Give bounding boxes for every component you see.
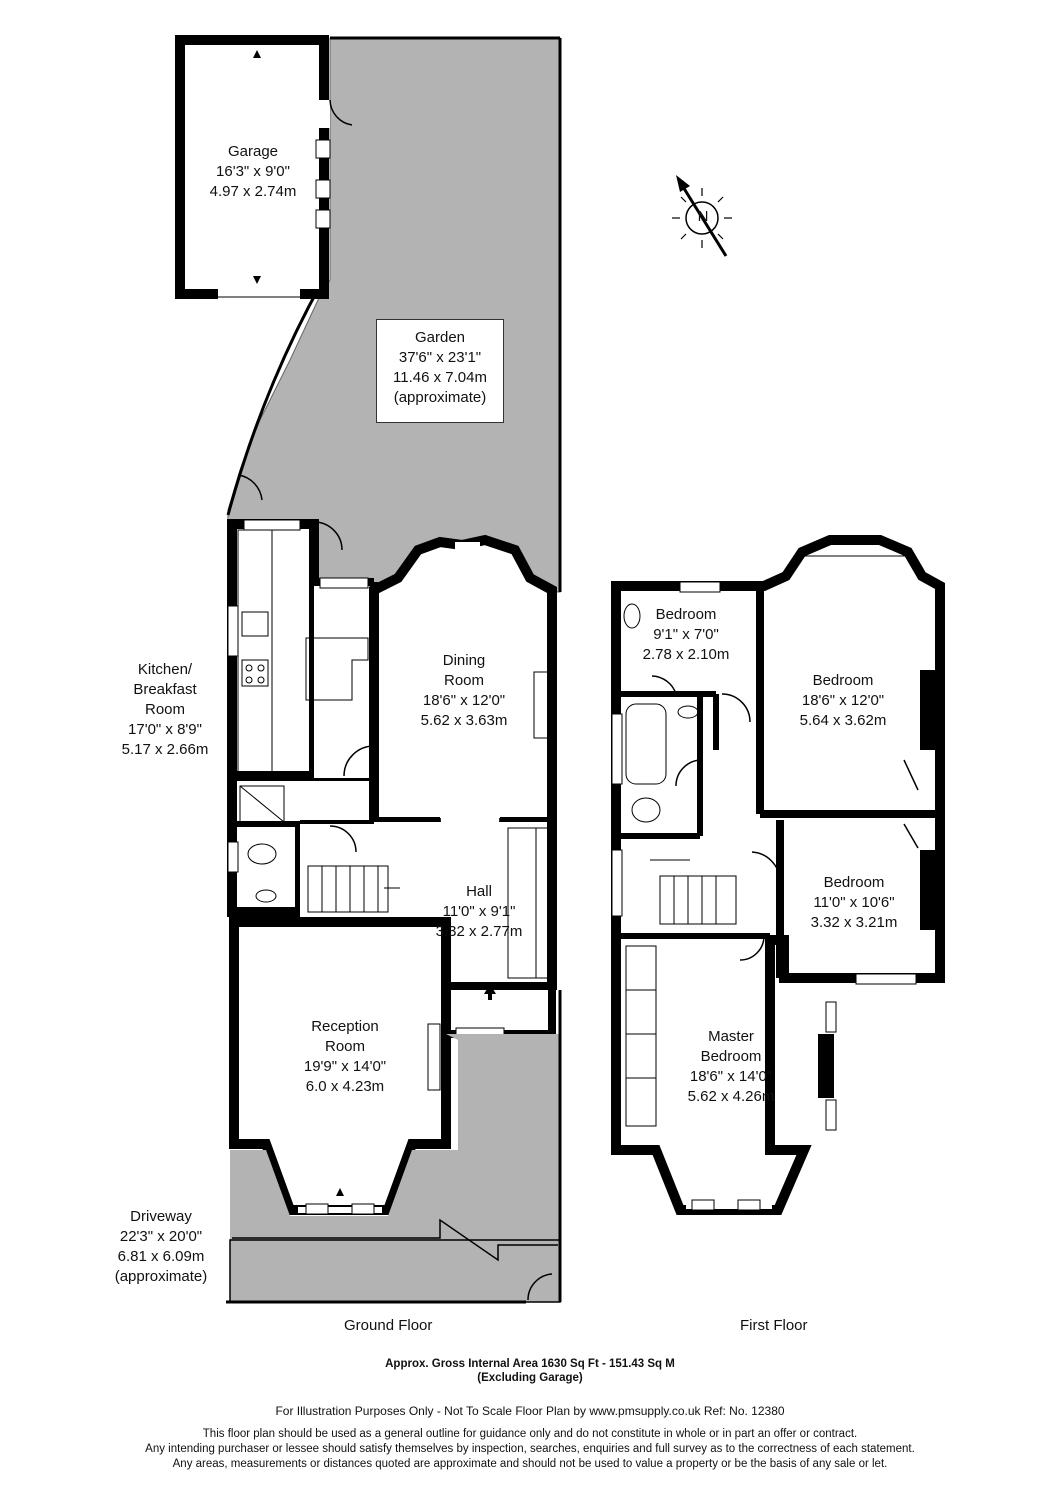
front-garden-area: [230, 990, 560, 1300]
reception-metric: 6.0 x 4.23m: [305, 1078, 385, 1095]
kitchen-name-3: Room: [144, 701, 185, 718]
reception-name-1: Reception: [311, 1018, 379, 1035]
reception-room-label: Reception Room 19'9" x 14'0" 6.0 x 4.23m: [270, 1017, 420, 1097]
kitchen-imperial: 17'0" x 8'9": [128, 721, 202, 738]
dining-name-2: Room: [443, 672, 484, 689]
bedroom-small-metric: 2.78 x 2.10m: [642, 646, 730, 663]
first-floor-plan: [611, 535, 945, 1215]
ground-floor-plan: [227, 519, 557, 1215]
garden-gate-swing: [237, 474, 263, 501]
garage: [175, 35, 353, 300]
ground-floor-title: Ground Floor: [344, 1317, 433, 1334]
reception-name-2: Room: [324, 1038, 365, 1055]
garage-name: Garage: [227, 143, 279, 160]
garden-metric: 11.46 x 7.04m: [393, 369, 487, 386]
master-name-2: Bedroom: [700, 1048, 762, 1065]
bedroom-mid-name: Bedroom: [823, 874, 885, 891]
bedroom-small-name: Bedroom: [655, 606, 717, 623]
garden-label: Garden 37'6" x 23'1" 11.46 x 7.04m (appr…: [376, 328, 504, 408]
dining-name-1: Dining: [442, 652, 486, 669]
dining-room-label: Dining Room 18'6" x 12'0" 5.62 x 3.63m: [394, 651, 534, 731]
credit-text: For Illustration Purposes Only - Not To …: [275, 1404, 785, 1418]
hall-label: Hall 11'0" x 9'1" 3.32 x 2.77m: [414, 882, 544, 942]
master-imperial: 18'6" x 14'0": [689, 1068, 773, 1085]
garden-label-box: [376, 319, 504, 423]
kitchen-metric: 5.17 x 2.66m: [121, 741, 209, 758]
bedroom-rear-metric: 5.64 x 3.62m: [799, 712, 887, 729]
garage-metric: 4.97 x 2.74m: [209, 183, 297, 200]
reception-imperial: 19'9" x 14'0": [303, 1058, 387, 1075]
master-bedroom-label: Master Bedroom 18'6" x 14'0" 5.62 x 4.26…: [666, 1027, 796, 1107]
garage-label: Garage 16'3" x 9'0" 4.97 x 2.74m: [183, 142, 323, 202]
hall-metric: 3.32 x 2.77m: [435, 923, 523, 940]
gross-area-note: (Excluding Garage): [477, 1372, 583, 1384]
dining-imperial: 18'6" x 12'0": [422, 692, 506, 709]
driveway-note: (approximate): [114, 1268, 208, 1285]
driveway-area: [229, 1239, 561, 1303]
driveway-metric: 6.81 x 6.09m: [117, 1248, 205, 1265]
first-floor-title: First Floor: [740, 1317, 808, 1334]
dining-metric: 5.62 x 3.63m: [420, 712, 508, 729]
kitchen-label: Kitchen/ Breakfast Room 17'0" x 8'9" 5.1…: [100, 660, 230, 760]
bedroom-mid-imperial: 11'0" x 10'6": [813, 894, 895, 911]
driveway-name: Driveway: [130, 1208, 192, 1225]
bedroom-rear-imperial: 18'6" x 12'0": [801, 692, 885, 709]
kitchen-name-2: Breakfast: [133, 681, 197, 698]
bedroom-rear-name: Bedroom: [812, 672, 874, 689]
kitchen-name-1: Kitchen/: [137, 661, 193, 678]
driveway-imperial: 22'3" x 20'0": [119, 1228, 203, 1245]
master-name-1: Master: [708, 1028, 754, 1045]
driveway-label: Driveway 22'3" x 20'0" 6.81 x 6.09m (app…: [96, 1207, 226, 1287]
disclaimer-line-2: Any intending purchaser or lessee should…: [145, 1443, 915, 1455]
master-metric: 5.62 x 4.26m: [687, 1088, 775, 1105]
disclaimer-line-1: This floor plan should be used as a gene…: [202, 1428, 858, 1440]
bedroom-mid-metric: 3.32 x 3.21m: [810, 914, 898, 931]
disclaimer-line-3: Any areas, measurements or distances quo…: [172, 1458, 888, 1470]
bedroom-small-imperial: 9'1" x 7'0": [653, 626, 719, 643]
garden-note: (approximate): [393, 389, 487, 406]
hall-name: Hall: [466, 883, 492, 900]
bedroom-mid-label: Bedroom 11'0" x 10'6" 3.32 x 3.21m: [794, 873, 914, 933]
garden-boundary-curve: [226, 281, 324, 516]
bedroom-rear-label: Bedroom 18'6" x 12'0" 5.64 x 3.62m: [778, 671, 908, 731]
compass-rose: [672, 175, 732, 257]
gross-area-text: Approx. Gross Internal Area 1630 Sq Ft -…: [385, 1358, 675, 1370]
garage-imperial: 16'3" x 9'0": [216, 163, 290, 180]
hall-imperial: 11'0" x 9'1": [442, 903, 516, 920]
garden-imperial: 37'6" x 23'1": [398, 349, 482, 366]
bedroom-small-label: Bedroom 9'1" x 7'0" 2.78 x 2.10m: [626, 605, 746, 665]
garden-name: Garden: [414, 329, 466, 346]
compass-north-label: N: [697, 208, 709, 225]
